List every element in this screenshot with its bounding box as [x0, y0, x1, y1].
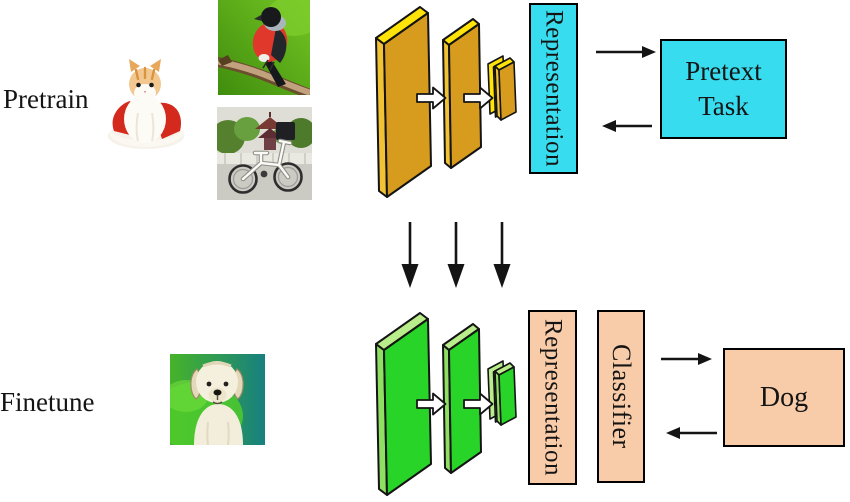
- kitten-photo: [100, 53, 193, 150]
- pretrain-feature-stack: [487, 55, 517, 121]
- pretrain-conv-layer-1: [375, 6, 432, 198]
- layer-flow-arrow: [416, 392, 447, 416]
- finetune-conv-layer-2: [442, 323, 482, 474]
- finetune-encoder: [375, 312, 517, 496]
- representation-box-pretrain: Representation: [529, 3, 578, 174]
- bicycle-photo: [217, 107, 312, 200]
- classifier-output-arrows: [661, 353, 717, 439]
- finetune-label: Finetune: [0, 387, 95, 417]
- layer-flow-arrow: [463, 86, 494, 110]
- pretrain-encoder: [375, 6, 517, 198]
- classifier-box: Classifier: [597, 310, 645, 483]
- pretrain-label: Pretrain: [3, 84, 89, 114]
- pretext-task-box: Pretext Task: [660, 39, 787, 139]
- finetune-feature-stack: [487, 360, 517, 426]
- puppy-photo: [170, 354, 265, 445]
- finetune-conv-layer-1: [375, 312, 432, 496]
- pretext-task-arrows: [596, 46, 656, 132]
- representation-box-finetune: Representation: [528, 310, 577, 485]
- bullfinch-bird-photo: [218, 0, 310, 95]
- layer-flow-arrow: [463, 392, 494, 416]
- weight-transfer-arrows: [401, 222, 511, 288]
- layer-flow-arrow: [416, 86, 447, 110]
- prediction-box: Dog: [723, 348, 845, 447]
